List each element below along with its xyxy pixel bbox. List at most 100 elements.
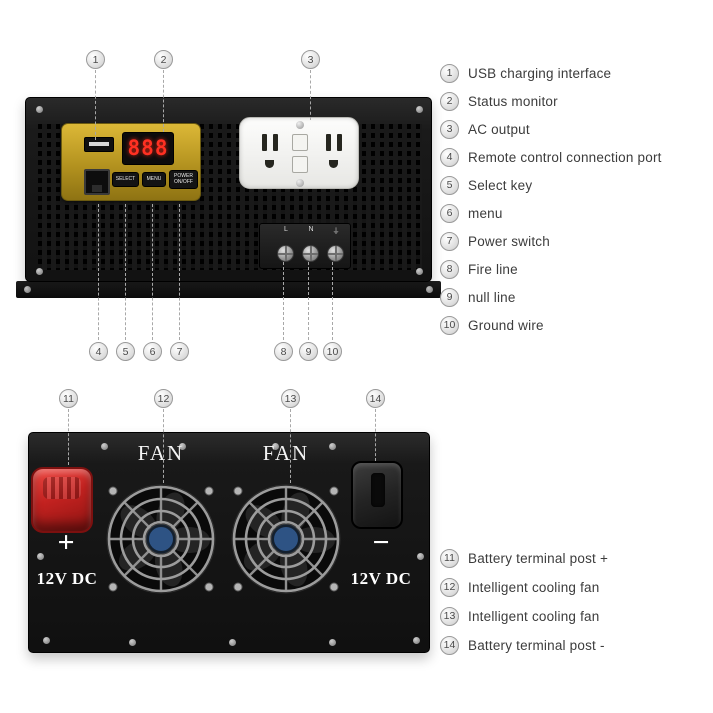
terminal-label-neutral: N (308, 226, 314, 233)
callout-5-badge: 5 (116, 342, 135, 361)
legend-label: Status monitor (468, 93, 558, 109)
dc-voltage-label-right: 12V DC (350, 569, 412, 588)
outlet-slot (262, 134, 267, 151)
callout-14-badge: 14 (366, 389, 385, 408)
fan-label-right: FAN (262, 441, 310, 465)
legend-number-badge: 11 (440, 548, 459, 568)
callout-13-badge: 13 (281, 389, 300, 408)
callout-2-badge: 2 (154, 50, 173, 69)
battery-terminal-negative (351, 461, 403, 529)
ac-outlet (239, 117, 359, 189)
legend-label: Fire line (468, 261, 518, 277)
callout-line-13 (290, 409, 291, 483)
panel-screw (36, 106, 43, 113)
outlet-slot (337, 134, 342, 151)
callout-line-9 (308, 262, 309, 340)
callout-line-14 (375, 409, 376, 461)
remote-control-port (84, 169, 110, 195)
legend-label: Ground wire (468, 317, 544, 333)
callout-line-3 (310, 70, 311, 120)
usb-port (84, 137, 114, 152)
legend-number-badge: 2 (440, 91, 459, 111)
fan-label-left: FAN (137, 441, 185, 465)
callout-line-1 (95, 70, 96, 140)
legend-label: Intelligent cooling fan (468, 579, 600, 595)
callout-1-badge: 1 (86, 50, 105, 69)
outlet-slot (326, 134, 331, 151)
battery-terminal-positive (31, 467, 93, 533)
legend-label: USB charging interface (468, 65, 612, 81)
callout-8-badge: 8 (274, 342, 293, 361)
inverter-front-panel: 888 SELECT MENU POWER ON/OFF L N ⏚ (25, 97, 432, 282)
legend-number-badge: 13 (440, 606, 459, 626)
callout-line-6 (152, 204, 153, 340)
flange-screw (426, 286, 433, 293)
callout-9-badge: 9 (299, 342, 318, 361)
callout-6-badge: 6 (143, 342, 162, 361)
cooling-fan-right (231, 484, 341, 594)
callout-11-badge: 11 (59, 389, 78, 408)
panel-screw (229, 639, 236, 646)
outlet-reset-button (292, 156, 308, 173)
cooling-fan-left (106, 484, 216, 594)
status-display: 888 (122, 132, 174, 165)
legend-label: Intelligent cooling fan (468, 608, 600, 624)
callout-3-badge: 3 (301, 50, 320, 69)
legend-label: Battery terminal post + (468, 550, 609, 566)
legend-label: Battery terminal post - (468, 637, 605, 653)
inverter-back-panel: FAN FAN (28, 432, 430, 653)
callout-line-8 (283, 262, 284, 340)
outlet-ground-hole (265, 160, 274, 168)
panel-screw (416, 268, 423, 275)
terminal-screw-neutral (302, 245, 319, 262)
callout-12-badge: 12 (154, 389, 173, 408)
legend-number-badge: 7 (440, 231, 459, 251)
panel-screw (413, 637, 420, 644)
callout-line-5 (125, 204, 126, 340)
panel-screw (416, 106, 423, 113)
panel-screw (43, 637, 50, 644)
callout-line-12 (163, 409, 164, 483)
legend-number-badge: 12 (440, 577, 459, 597)
panel-screw (37, 553, 44, 560)
callout-line-4 (98, 204, 99, 340)
terminal-label-live: L (284, 226, 288, 233)
outlet-screw (296, 179, 304, 187)
legend-number-badge: 9 (440, 287, 459, 307)
panel-screw (36, 268, 43, 275)
panel-screw (329, 639, 336, 646)
terminal-label-ground: ⏚ (332, 228, 340, 235)
ac-terminal-block: L N ⏚ (259, 223, 351, 269)
callout-4-badge: 4 (89, 342, 108, 361)
panel-screw (101, 443, 108, 450)
panel-screw (329, 443, 336, 450)
outlet-ground-hole (329, 160, 338, 168)
legend-number-badge: 4 (440, 147, 459, 167)
legend-number-badge: 1 (440, 63, 459, 83)
callout-line-2 (163, 70, 164, 132)
callout-line-7 (179, 204, 180, 340)
legend-item-11: 11 Battery terminal post + (440, 548, 608, 568)
negative-sign-label: − (372, 526, 390, 559)
legend-label: menu (468, 205, 503, 221)
panel-screw (129, 639, 136, 646)
legend-label: Select key (468, 177, 533, 193)
legend-number-badge: 3 (440, 119, 459, 139)
menu-button: MENU (142, 172, 166, 187)
panel-screw (272, 443, 279, 450)
power-button: POWER ON/OFF (169, 170, 198, 189)
callout-7-badge: 7 (170, 342, 189, 361)
outlet-screw (296, 121, 304, 129)
terminal-screw-live (277, 245, 294, 262)
outlet-test-button (292, 134, 308, 151)
panel-screw (179, 443, 186, 450)
